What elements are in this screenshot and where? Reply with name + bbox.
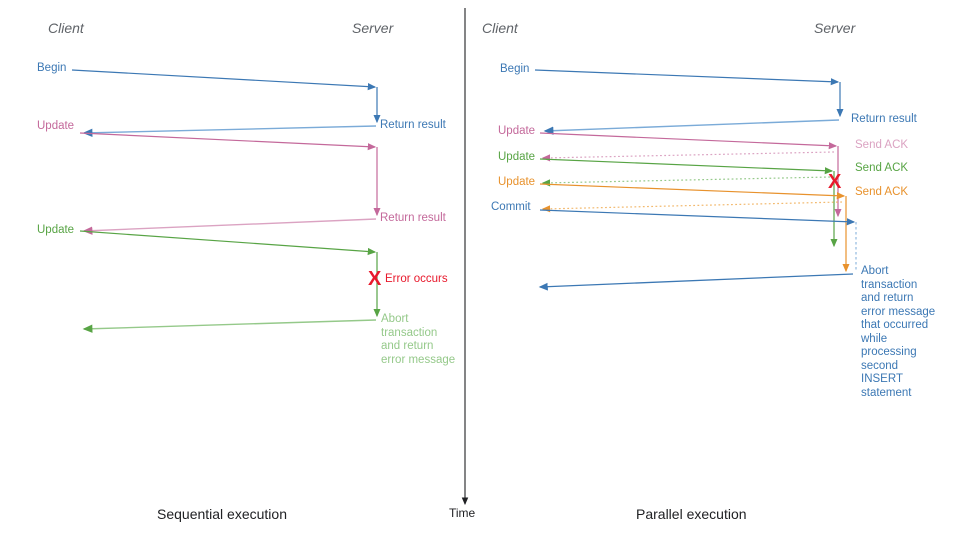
right-msg-update-3: Update [498, 176, 536, 188]
left-msg-begin: Begin [37, 62, 67, 74]
abort-r-line-6: while [861, 332, 888, 345]
arrow-return-result-blue-r [543, 119, 840, 135]
left-msg-return-result-2: Return result [380, 212, 446, 224]
abort-r-line-2: transaction [861, 278, 918, 291]
arrow-update-green-r [539, 158, 834, 175]
arrow-update-orange [539, 183, 846, 200]
abort-line-2: transaction [381, 326, 438, 339]
abort-r-line-5: that occurred [861, 319, 929, 331]
abort-r-line-3: and return [861, 292, 914, 304]
right-msg-update-1: Update [498, 125, 536, 137]
abort-r-line-9: INSERT [861, 373, 903, 385]
error-x-icon-left: X [368, 268, 382, 290]
right-actor-server: Server [814, 20, 856, 36]
right-msg-update-2: Update [498, 151, 536, 163]
arrow-commit [539, 209, 856, 226]
right-msg-sendack-1: Send ACK [855, 139, 909, 151]
arrow-sendack-green [541, 176, 831, 187]
arrow-update-pink-r [539, 132, 838, 150]
abort-r-line-10: statement [861, 386, 912, 399]
abort-r-line-8: second [861, 359, 899, 372]
arrow-return-result-pink [82, 218, 377, 235]
left-error-label: Error occurs [385, 273, 448, 285]
time-axis-label: Time [449, 506, 476, 520]
right-msg-sendack-3: Send ACK [855, 186, 909, 198]
abort-line-1: Abort [381, 313, 409, 325]
arrow-abort-blue [538, 273, 854, 291]
left-msg-update-1: Update [37, 120, 75, 132]
left-msg-return-result-1: Return result [380, 119, 446, 131]
abort-line-4: error message [381, 353, 456, 366]
right-panel-caption: Parallel execution [636, 506, 747, 522]
arrow-begin [71, 69, 377, 91]
arrow-update-green [79, 230, 377, 256]
left-msg-update-2: Update [37, 224, 75, 236]
right-msg-begin: Begin [500, 63, 530, 75]
right-msg-sendack-2: Send ACK [855, 162, 909, 174]
arrow-update-pink [79, 132, 377, 151]
right-msg-return-result: Return result [851, 113, 917, 125]
abort-r-line-4: error message [861, 305, 936, 318]
left-panel-flows [71, 69, 381, 333]
arrow-abort-green [82, 319, 377, 333]
right-panel-flows [534, 69, 857, 291]
right-actor-client: Client [482, 20, 518, 36]
arrow-return-result-blue [82, 125, 377, 137]
right-msg-commit: Commit [491, 201, 531, 213]
error-x-icon-right: X [828, 171, 842, 193]
arrow-sendack-orange [541, 201, 843, 213]
left-actor-client: Client [48, 20, 84, 36]
arrow-sendack-pink [541, 151, 835, 162]
abort-r-line-7: processing [861, 346, 917, 358]
left-actor-server: Server [352, 20, 394, 36]
abort-line-3: and return [381, 340, 434, 352]
arrow-begin-r [534, 69, 840, 86]
left-panel-caption: Sequential execution [157, 506, 287, 522]
abort-r-line-1: Abort [861, 265, 889, 277]
